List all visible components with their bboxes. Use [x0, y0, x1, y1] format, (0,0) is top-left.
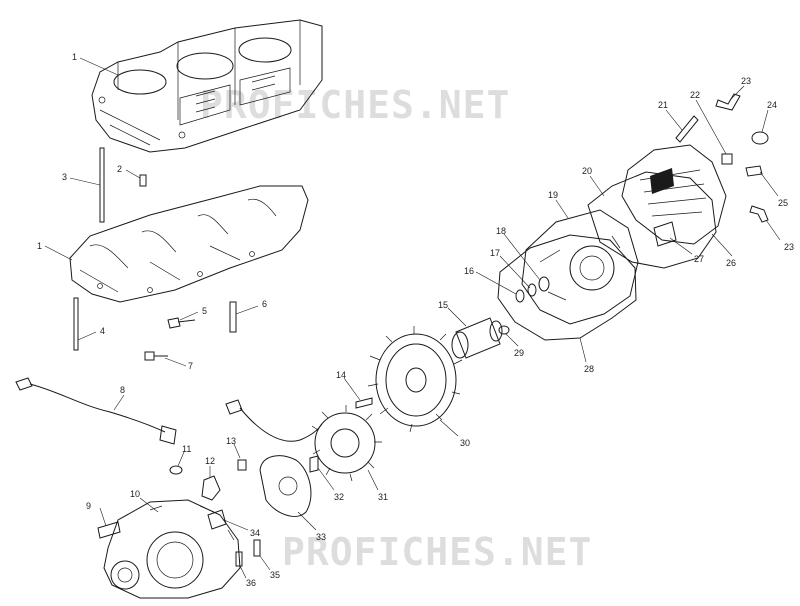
callout-4: 4 [100, 326, 105, 336]
pin-36 [235, 551, 243, 567]
callout-23-top: 23 [741, 76, 751, 86]
gasket-20 [587, 171, 717, 269]
callout-33: 33 [316, 532, 326, 542]
leader-lines [44, 57, 781, 579]
bolt-25 [745, 165, 763, 177]
callout-17: 17 [490, 248, 500, 258]
callout-8: 8 [120, 385, 125, 395]
callout-21: 21 [658, 100, 668, 110]
stator [225, 399, 382, 482]
spring-17 [527, 283, 537, 297]
ring-18 [538, 276, 550, 292]
bolt-21 [675, 115, 699, 143]
watermark-top: PROFICHES.NET [200, 83, 510, 127]
callout-28: 28 [584, 364, 594, 374]
cap-27 [653, 221, 677, 247]
callout-9: 9 [86, 501, 91, 511]
callout-14: 14 [336, 370, 346, 380]
sensor-harness [15, 377, 177, 445]
callout-1-lower: 1 [37, 241, 42, 251]
callout-24: 24 [767, 100, 777, 110]
callout-27: 27 [694, 254, 704, 264]
callout-30: 30 [460, 438, 470, 448]
callout-16: 16 [464, 266, 474, 276]
hose-23-bottom [749, 205, 769, 223]
crankcase-hardware [73, 147, 237, 361]
callout-25: 25 [778, 198, 788, 208]
callout-22: 22 [690, 90, 700, 100]
callout-15: 15 [438, 300, 448, 310]
rear-cover [621, 144, 727, 245]
washer-29 [498, 325, 510, 335]
bracket-12 [201, 475, 221, 501]
washer-11 [169, 465, 183, 475]
callout-labels: 1 1 2 3 4 5 6 7 8 9 10 11 12 13 14 15 16… [37, 52, 794, 588]
callout-1-upper: 1 [72, 52, 77, 62]
callout-29: 29 [514, 348, 524, 358]
callout-12: 12 [205, 456, 215, 466]
callout-11: 11 [182, 444, 191, 454]
stator-plate [259, 455, 312, 517]
bushing-34 [207, 509, 227, 530]
nut-22 [721, 153, 733, 165]
spring-16 [515, 289, 525, 303]
gear-cover [521, 209, 639, 325]
callout-36: 36 [246, 578, 256, 588]
callout-3: 3 [62, 172, 67, 182]
screw-32 [309, 455, 319, 473]
callout-35: 35 [270, 570, 280, 580]
magneto-cover [103, 499, 241, 599]
callout-18: 18 [496, 226, 506, 236]
hose-23-top [715, 93, 741, 111]
callout-19: 19 [548, 190, 558, 200]
screw-14 [355, 397, 373, 409]
callout-34: 34 [250, 528, 260, 538]
callout-20: 20 [582, 166, 592, 176]
callout-6: 6 [262, 299, 267, 309]
lower-crankcase [69, 185, 309, 303]
starter-pulley [451, 317, 503, 359]
callout-32: 32 [334, 492, 344, 502]
flywheel [367, 326, 463, 433]
o-ring-24 [751, 131, 769, 145]
dowel-35 [253, 539, 261, 557]
decal [97, 521, 121, 539]
callout-7: 7 [188, 361, 193, 371]
upper-crankcase [91, 19, 323, 153]
callout-13: 13 [226, 436, 236, 446]
callout-10: 10 [130, 489, 140, 499]
callout-23-bottom: 23 [784, 242, 794, 252]
callout-31: 31 [378, 492, 388, 502]
callout-2: 2 [117, 164, 122, 174]
callout-26: 26 [726, 258, 736, 268]
watermark-bottom: PROFICHES.NET [282, 530, 592, 574]
callout-5: 5 [202, 306, 207, 316]
screw-13 [237, 459, 247, 471]
gasket-28 [497, 234, 637, 341]
